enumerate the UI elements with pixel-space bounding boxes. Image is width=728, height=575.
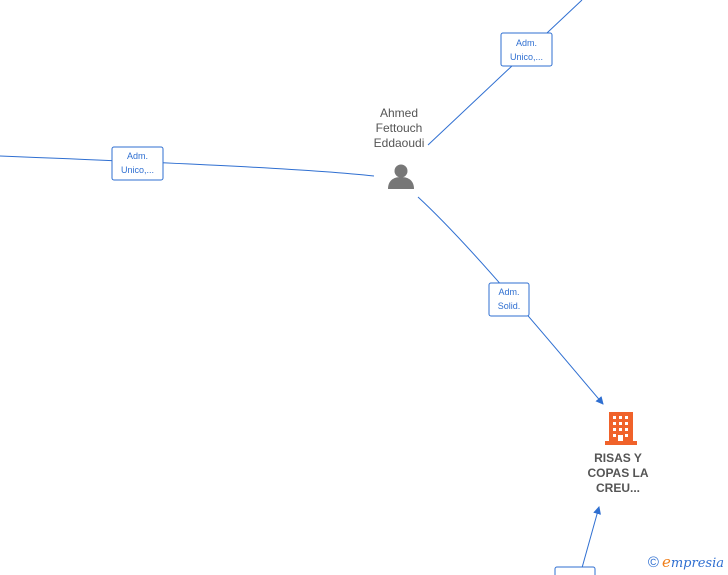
edge-top-label-line2: Unico,... xyxy=(510,52,543,62)
edge-company-label-line2: Solid. xyxy=(498,301,521,311)
edge-left-label-line2: Unico,... xyxy=(121,165,154,175)
person-icon[interactable] xyxy=(388,164,414,190)
company-name-line2: COPAS LA xyxy=(587,466,649,480)
edge-left-label[interactable]: Adm. Unico,... xyxy=(111,146,164,181)
company-name[interactable]: RISAS Y COPAS LA CREU... xyxy=(563,451,673,496)
person-name-line3: Eddaoudi xyxy=(373,136,425,150)
edge-company-label-line1: Adm. xyxy=(498,287,519,297)
edge-top-label-line1: Adm. xyxy=(516,38,537,48)
brand-logo: empresia xyxy=(661,553,724,571)
person-name-line2: Fettouch xyxy=(375,121,423,135)
edge-left-label-line1: Adm. xyxy=(127,151,148,161)
person-name[interactable]: Ahmed Fettouch Eddaoudi xyxy=(344,106,454,151)
edge-top-line xyxy=(427,0,583,146)
person-name-line1: Ahmed xyxy=(379,106,419,120)
company-name-line3: CREU... xyxy=(595,481,640,495)
edge-company-label[interactable]: Adm. Solid. xyxy=(488,282,530,317)
edge-left-line xyxy=(0,155,375,177)
copyright-icon: © xyxy=(647,553,659,571)
edge-bottom-line xyxy=(579,506,601,575)
watermark: © empresia xyxy=(648,553,724,571)
company-name-line1: RISAS Y xyxy=(594,451,642,465)
edge-bottom-label[interactable] xyxy=(554,566,596,575)
building-icon[interactable] xyxy=(605,412,637,445)
edge-top-label[interactable]: Adm. Unico,... xyxy=(500,32,553,67)
